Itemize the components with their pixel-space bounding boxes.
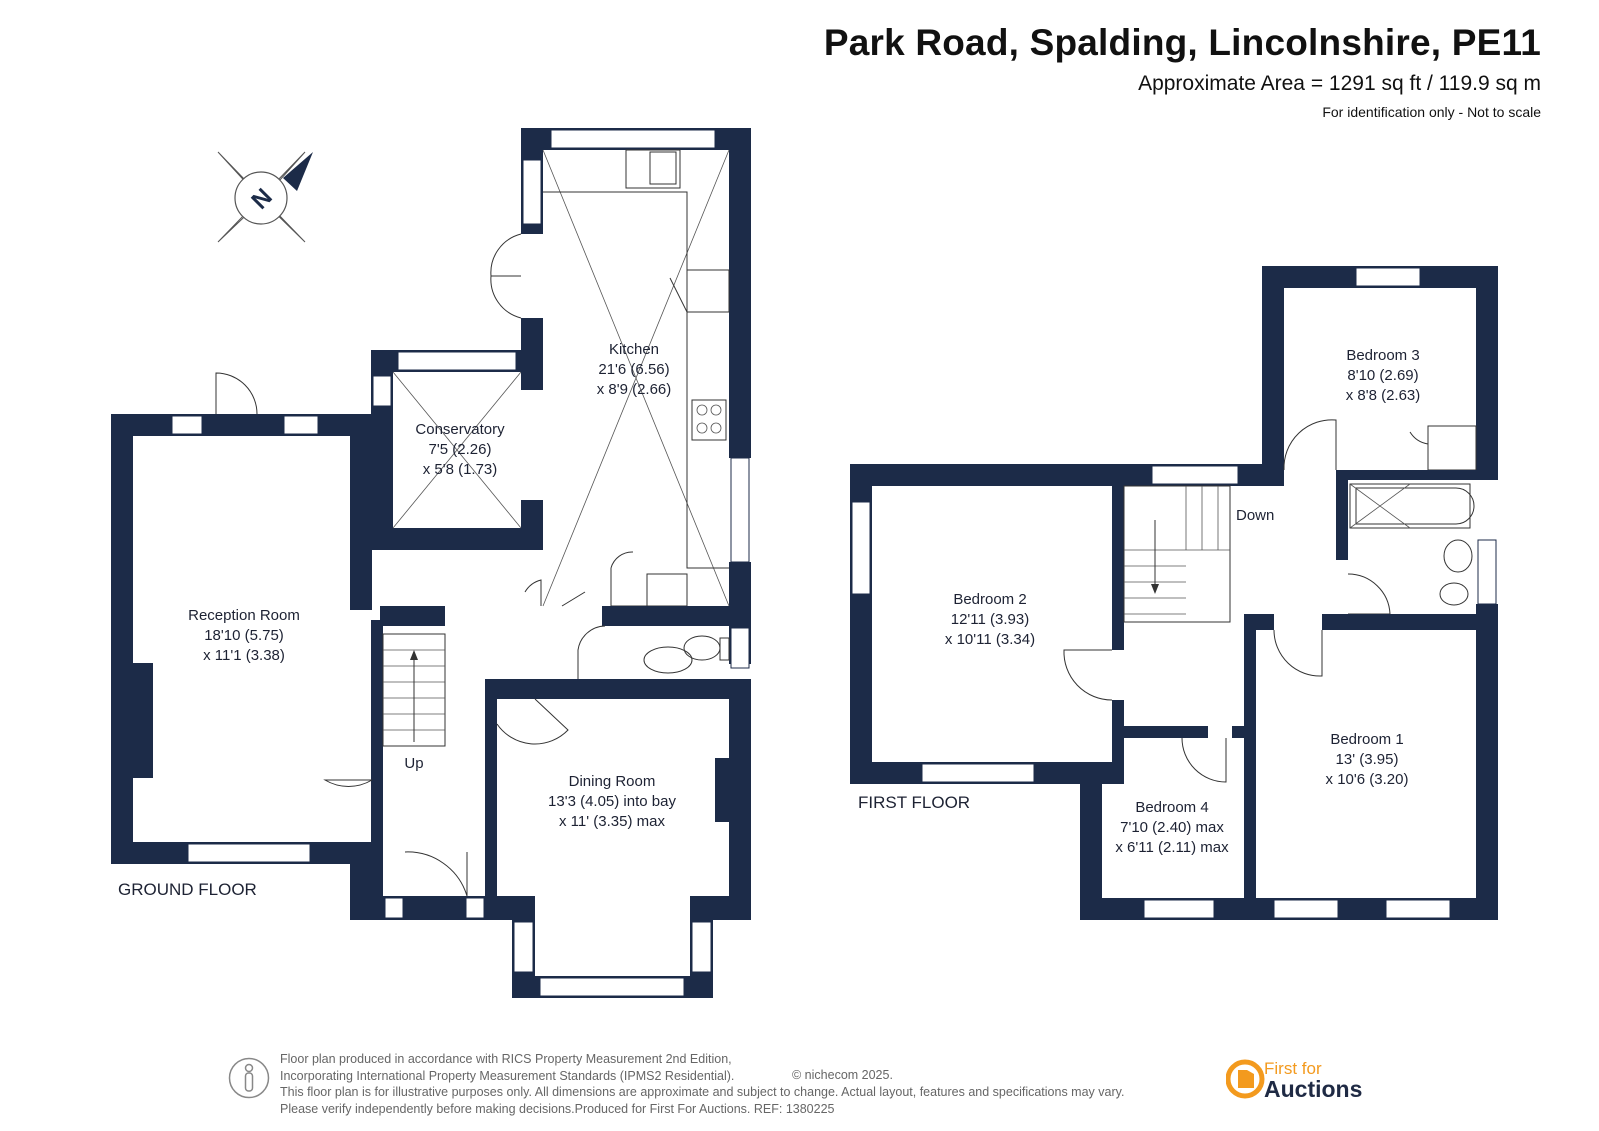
brand-logo-icon — [1226, 1059, 1265, 1099]
brand-line-2: Auctions — [1264, 1076, 1363, 1102]
svg-text:Bedroom 2: Bedroom 2 — [953, 591, 1026, 608]
header: Park Road, Spalding, Lincolnshire, PE11 … — [824, 22, 1541, 120]
svg-text:x 11' (3.35) max: x 11' (3.35) max — [559, 813, 665, 830]
svg-text:Kitchen: Kitchen — [609, 341, 659, 358]
svg-text:12'11 (3.93): 12'11 (3.93) — [951, 611, 1029, 628]
person-icon — [228, 1057, 270, 1099]
svg-text:x 8'8 (2.63): x 8'8 (2.63) — [1346, 387, 1421, 404]
svg-text:x 6'11 (2.11) max: x 6'11 (2.11) max — [1115, 839, 1229, 856]
first-floor-label: FIRST FLOOR — [858, 793, 970, 812]
reference-number: REF: 1380225 — [753, 1101, 835, 1116]
svg-text:x 8'9 (2.66): x 8'9 (2.66) — [597, 381, 672, 398]
svg-text:x 5'8 (1.73): x 5'8 (1.73) — [423, 461, 498, 478]
room-reception: Reception Room 18'10 (5.75) x 11'1 (3.38… — [188, 607, 300, 664]
ground-floor-label: GROUND FLOOR — [118, 880, 257, 899]
svg-text:7'10 (2.40) max: 7'10 (2.40) max — [1120, 819, 1224, 836]
first-floor: Bedroom 1 13' (3.95) x 10'6 (3.20) Bedro… — [850, 266, 1498, 920]
svg-text:Bedroom 4: Bedroom 4 — [1135, 799, 1208, 816]
room-bedroom1: Bedroom 1 13' (3.95) x 10'6 (3.20) — [1326, 731, 1409, 788]
svg-text:Reception Room: Reception Room — [188, 607, 300, 624]
svg-text:Conservatory: Conservatory — [415, 421, 505, 438]
svg-text:Down: Down — [1236, 507, 1274, 524]
svg-text:Bedroom 3: Bedroom 3 — [1346, 347, 1419, 364]
svg-text:13'3 (4.05) into bay: 13'3 (4.05) into bay — [548, 793, 676, 810]
svg-text:Bedroom 1: Bedroom 1 — [1330, 731, 1403, 748]
svg-text:18'10 (5.75): 18'10 (5.75) — [204, 627, 284, 644]
stairs-down-label: Down — [1236, 507, 1274, 524]
stairs-up-label: Up — [404, 755, 423, 772]
svg-text:x 10'6 (3.20): x 10'6 (3.20) — [1326, 771, 1409, 788]
svg-text:x 10'11 (3.34): x 10'11 (3.34) — [945, 631, 1035, 648]
svg-text:Up: Up — [404, 755, 423, 772]
svg-text:7'5 (2.26): 7'5 (2.26) — [429, 441, 492, 458]
footer-line-2: Incorporating International Property Mea… — [280, 1068, 735, 1083]
footer-line-3: This floor plan is for illustrative purp… — [280, 1085, 1125, 1099]
svg-text:8'10 (2.69): 8'10 (2.69) — [1347, 367, 1418, 384]
footer-disclaimer: Floor plan produced in accordance with R… — [280, 1051, 1124, 1117]
brand-name: First for Auctions — [1264, 1059, 1363, 1102]
room-conservatory: Conservatory 7'5 (2.26) x 5'8 (1.73) — [415, 421, 505, 478]
compass-icon: N — [217, 151, 313, 243]
svg-text:21'6 (6.56): 21'6 (6.56) — [598, 361, 669, 378]
footer-line-4: Please verify independently before makin… — [280, 1101, 751, 1116]
room-kitchen: Kitchen 21'6 (6.56) x 8'9 (2.66) — [597, 341, 672, 398]
svg-text:x 11'1 (3.38): x 11'1 (3.38) — [203, 647, 285, 664]
room-bedroom4: Bedroom 4 7'10 (2.40) max x 6'11 (2.11) … — [1115, 799, 1229, 856]
room-dining: Dining Room 13'3 (4.05) into bay x 11' (… — [548, 773, 676, 830]
page-title: Park Road, Spalding, Lincolnshire, PE11 — [823, 22, 1541, 63]
disclaimer-note: For identification only - Not to scale — [1322, 104, 1541, 120]
room-bedroom3: Bedroom 3 8'10 (2.69) x 8'8 (2.63) — [1346, 347, 1421, 404]
room-bedroom2: Bedroom 2 12'11 (3.93) x 10'11 (3.34) — [945, 591, 1035, 648]
copyright: © nichecom 2025. — [792, 1068, 893, 1082]
brand-line-1: First for — [1264, 1059, 1322, 1078]
approximate-area: Approximate Area = 1291 sq ft / 119.9 sq… — [1138, 72, 1541, 95]
svg-text:13' (3.95): 13' (3.95) — [1336, 751, 1399, 768]
ground-floor: Kitchen 21'6 (6.56) x 8'9 (2.66) Conserv… — [111, 128, 751, 998]
svg-text:Dining Room: Dining Room — [569, 773, 656, 790]
footer-line-1: Floor plan produced in accordance with R… — [280, 1052, 732, 1066]
